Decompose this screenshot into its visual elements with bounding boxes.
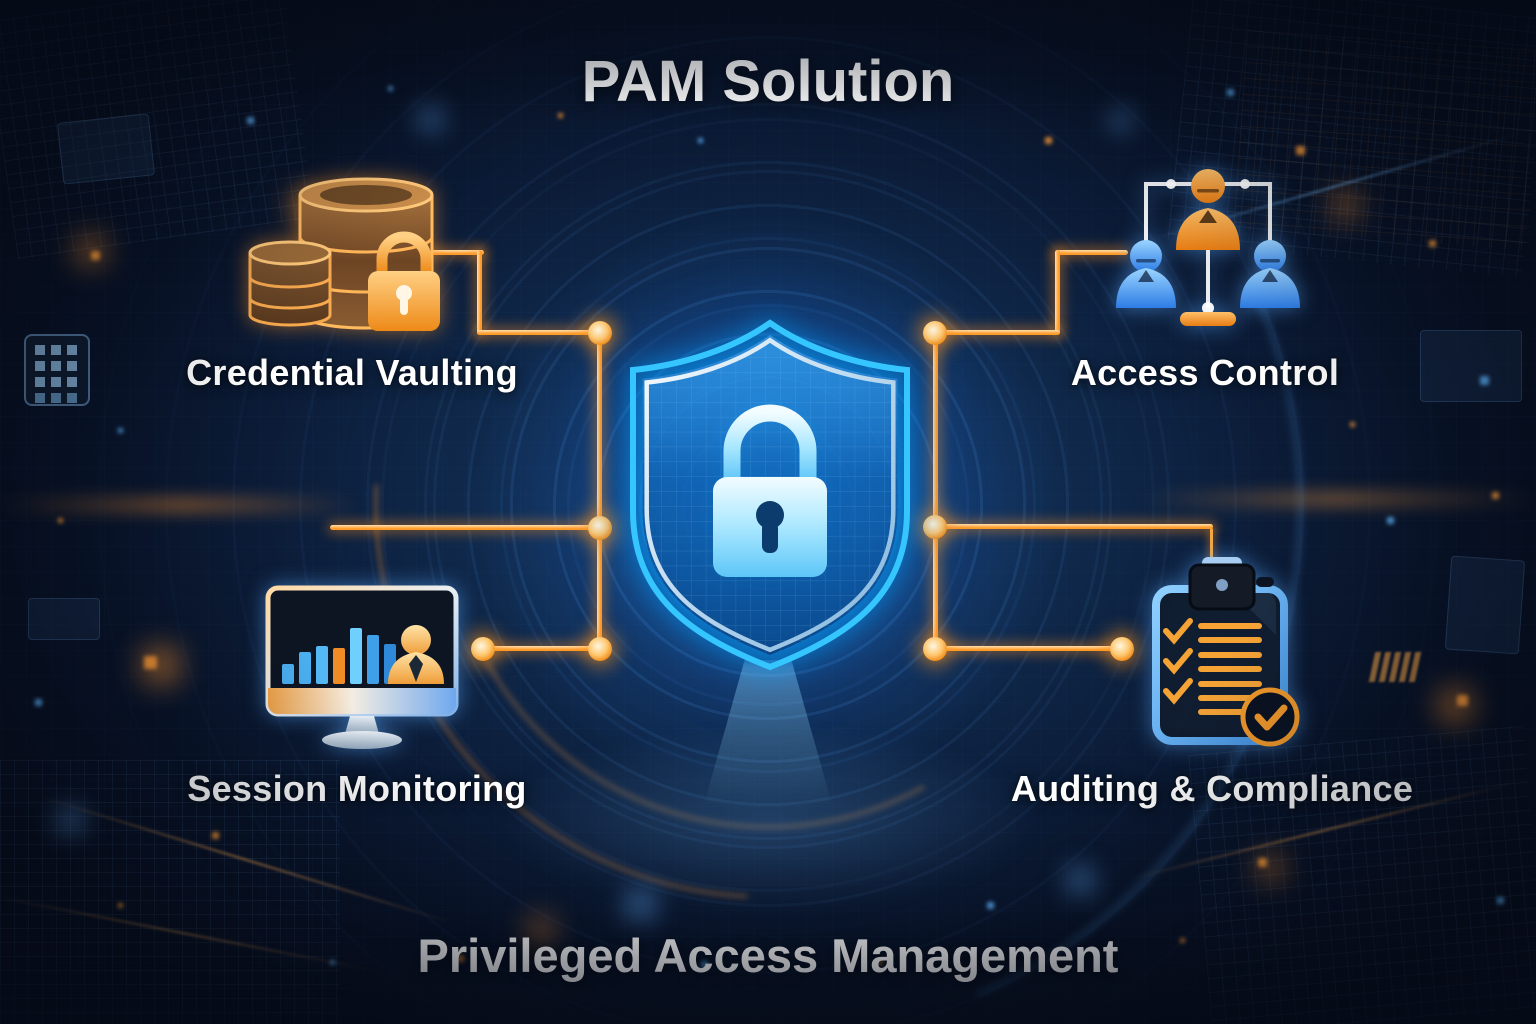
- vignette: [0, 0, 1536, 1024]
- pam-infographic: PAM Solution Credential Vaulting Access …: [0, 0, 1536, 1024]
